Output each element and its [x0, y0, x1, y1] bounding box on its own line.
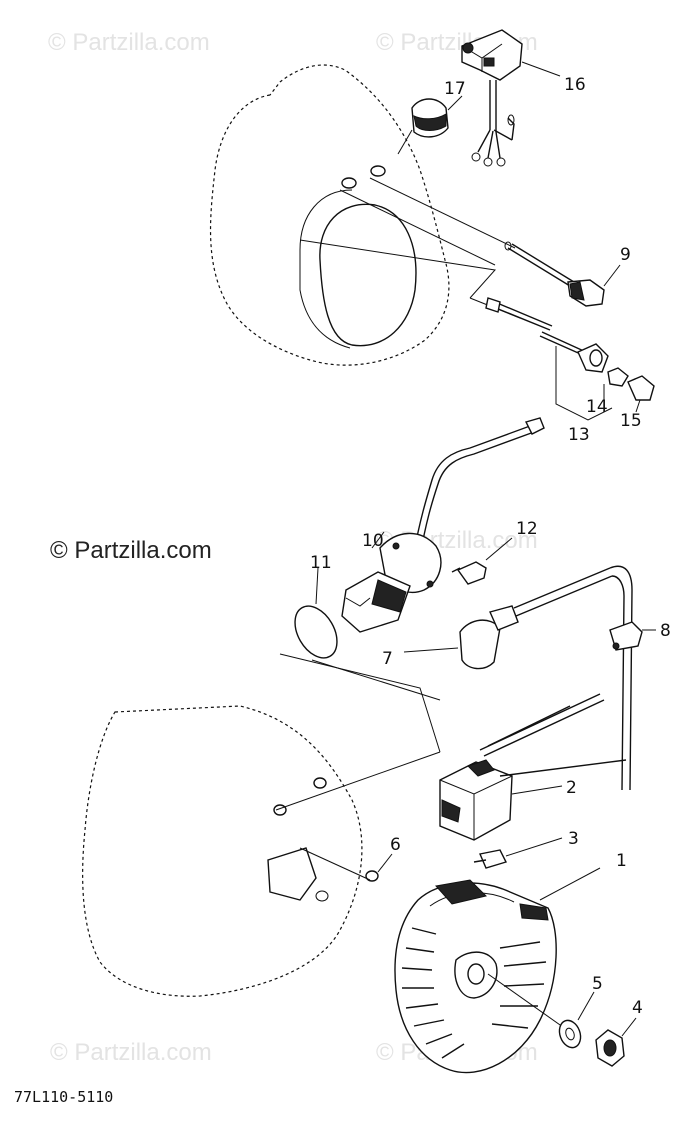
part-2-cdi-unit: [439, 693, 627, 841]
flywheel-fins: [401, 927, 547, 1059]
leader-lines-upper: [299, 177, 521, 319]
part-5-washer: [558, 991, 595, 1049]
part-4-nut: [595, 1017, 637, 1067]
callout-10: 10: [362, 531, 384, 551]
callout-17: 17: [444, 79, 466, 99]
engine-housing-lower: [82, 705, 363, 997]
callout-labels: 1 2 3 4 5 6 7 8 9 10 11 12 13 14 15 16 1…: [310, 75, 671, 1018]
engine-housing-upper: [209, 64, 450, 366]
part-16-switch: [461, 29, 561, 167]
callout-8: 8: [660, 621, 671, 641]
callout-3: 3: [568, 829, 579, 849]
callout-7: 7: [382, 649, 393, 669]
callout-2: 2: [566, 778, 577, 798]
part-12-bolt: [451, 537, 513, 585]
part-3-bolt: [473, 837, 563, 869]
drawing-code: 77L110-5110: [14, 1088, 113, 1106]
part-7-plug-cap: [403, 565, 633, 791]
callout-6: 6: [390, 835, 401, 855]
callout-5: 5: [592, 974, 603, 994]
callout-4: 4: [632, 998, 643, 1018]
part-17-bracket: [397, 95, 463, 155]
callout-14: 14: [586, 397, 608, 417]
part-11-gasket: [294, 567, 338, 659]
callout-16: 16: [564, 75, 586, 95]
callout-9: 9: [620, 245, 631, 265]
callout-15: 15: [620, 411, 642, 431]
callout-1: 1: [616, 851, 627, 871]
part-9-cap: [504, 241, 621, 307]
watermark-prominent: © Partzilla.com: [50, 537, 212, 564]
part-6-ring: [365, 853, 393, 882]
watermark: © Partzilla.com: [48, 29, 210, 56]
part-10-coil: [341, 417, 545, 633]
callout-11: 11: [310, 553, 332, 573]
callout-13: 13: [568, 425, 590, 445]
leader-lines-middle: [275, 653, 441, 881]
callout-12: 12: [516, 519, 538, 539]
watermark: © Partzilla.com: [50, 1039, 212, 1066]
part-8-clamp: [609, 621, 656, 651]
part-1-flywheel: [394, 867, 601, 1074]
part-13-assembly: [485, 297, 655, 421]
